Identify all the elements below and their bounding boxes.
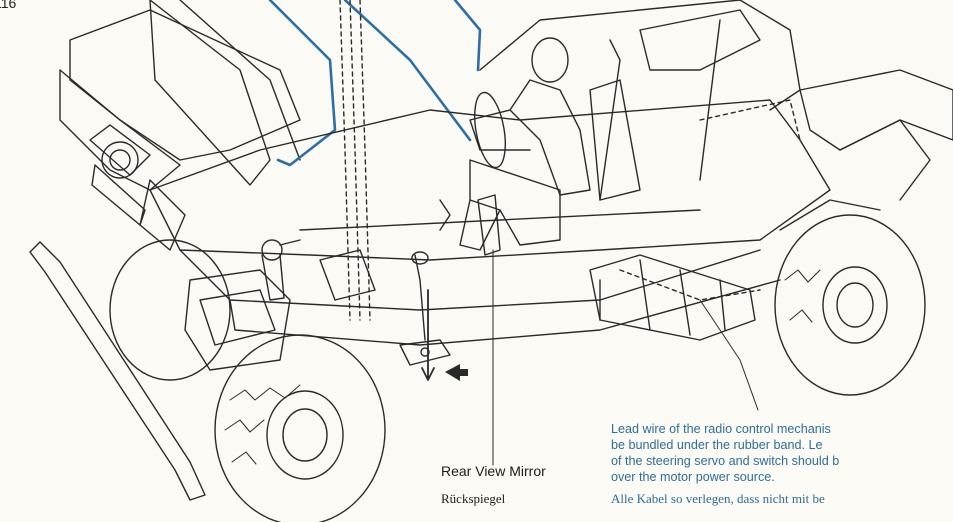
driver-figure <box>459 37 591 251</box>
front-wheel <box>214 334 386 522</box>
mirror-label-de: Rückspiegel <box>441 491 506 506</box>
note-line-1: Lead wire of the radio control mechanis <box>611 422 831 436</box>
wiring-note: Lead wire of the radio control mechanis … <box>611 421 953 507</box>
mirror-label-en: Rear View Mirror <box>441 463 546 479</box>
mirror-body <box>477 194 501 256</box>
steering-wheel <box>474 91 506 169</box>
arrow-left <box>445 364 468 381</box>
leader-note <box>699 299 759 411</box>
rear-fender <box>799 69 953 151</box>
body-tub <box>149 99 831 261</box>
shock-top <box>261 239 283 261</box>
note-line-3: of the steering servo and switch should … <box>611 454 840 468</box>
blue-seal-strip <box>268 0 337 167</box>
windshield-frame <box>149 0 271 186</box>
note-line-de: Alle Kabel so verlegen, dass nicht mit b… <box>611 491 825 506</box>
page-number: 116 <box>0 0 17 11</box>
rear-wheel <box>774 214 926 396</box>
wire-run-2 <box>699 99 801 141</box>
wire-run-1 <box>339 0 351 321</box>
roll-bar <box>599 39 621 201</box>
front-bumper <box>29 241 206 501</box>
seat <box>589 79 641 201</box>
note-line-2: be bundled under the rubber band. Le <box>611 438 823 452</box>
note-line-4: over the motor power source. <box>611 470 775 484</box>
hood <box>69 9 301 161</box>
arrow-down <box>421 289 435 381</box>
battery-pack <box>589 254 756 341</box>
left-front-wheel <box>109 239 231 381</box>
winch-drum <box>101 141 139 179</box>
shock-absorber <box>261 254 285 301</box>
mirror-bracket <box>399 339 451 366</box>
left-headlight <box>139 179 186 251</box>
